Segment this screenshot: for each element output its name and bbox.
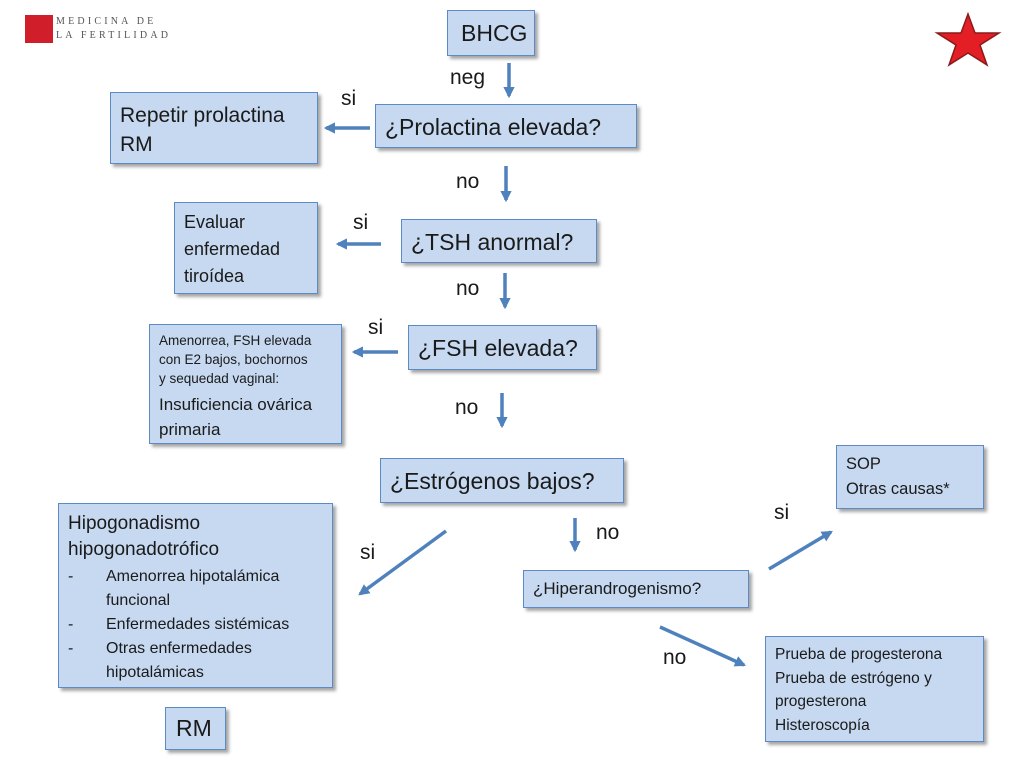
list-dash: - (68, 616, 74, 633)
node-fsh-label: ¿FSH elevada? (418, 335, 578, 361)
list-item-line: hipotalámicas (106, 664, 204, 681)
edge-label-si: si (774, 501, 790, 524)
amenorrea-dx-line-2: primaria (159, 420, 221, 439)
list-item-line: Amenorrea hipotalámica (106, 568, 280, 585)
evaluar-line-1: Evaluar (184, 212, 246, 232)
node-evaluar-text: Evaluar enfermedad tiroídea (184, 209, 280, 290)
node-prolactina-label: ¿Prolactina elevada? (385, 114, 602, 140)
list-item-line: funcional (106, 592, 171, 609)
hipogonadismo-line-1: Hipogonadismo (68, 513, 201, 534)
arrow-hiperandro-sop (768, 530, 833, 571)
amenorrea-line-3: y sequedad vaginal: (159, 371, 280, 386)
hipogonadismo-list: - Amenorrea hipotalámica funcional - Enf… (68, 565, 323, 685)
sop-line-2: Otras causas* (846, 480, 950, 498)
node-tsh: ¿TSH anormal? (401, 219, 597, 263)
evaluar-line-3: tiroídea (184, 266, 245, 286)
edge-label-no: no (456, 277, 480, 300)
logo-line1: MEDICINA DE (56, 16, 157, 27)
node-hiperandro: ¿Hiperandrogenismo? (523, 570, 749, 608)
list-item-line: Enfermedades sistémicas (106, 616, 290, 633)
node-estrogenos-label: ¿Estrógenos bajos? (390, 468, 595, 494)
node-hipogonadismo-title: Hipogonadismo hipogonadotrófico (68, 511, 219, 563)
node-fsh: ¿FSH elevada? (408, 325, 597, 370)
edge-label-neg: neg (450, 66, 486, 89)
amenorrea-line-1: Amenorrea, FSH elevada (159, 333, 312, 348)
hipogonadismo-line-2: hipogonadotrófico (68, 539, 220, 560)
node-rm-label: RM (176, 715, 212, 741)
node-amenorrea: Amenorrea, FSH elevada con E2 bajos, boc… (149, 324, 342, 444)
prueba-line-4: Histeroscopía (775, 716, 870, 734)
edge-label-no: no (663, 646, 687, 669)
node-hiperandro-label: ¿Hiperandrogenismo? (533, 579, 702, 598)
amenorrea-dx-line-1: Insuficiencia ovárica (159, 395, 313, 414)
list-item-line: Otras enfermedades (106, 640, 252, 657)
repetir-line-2: RM (120, 133, 153, 156)
edge-label-no: no (596, 521, 620, 544)
node-amenorrea-small: Amenorrea, FSH elevada con E2 bajos, boc… (159, 331, 311, 388)
node-prueba-text: Prueba de progesterona Prueba de estróge… (775, 643, 942, 737)
node-repetir-text: Repetir prolactina RM (120, 101, 285, 159)
list-dash: - (68, 568, 74, 585)
node-sop-text: SOP Otras causas* (846, 452, 950, 502)
node-bhcg: BHCG (447, 10, 535, 56)
node-estrogenos: ¿Estrógenos bajos? (380, 458, 624, 503)
prueba-line-3: progesterona (775, 693, 867, 710)
node-repetir: Repetir prolactina RM (110, 92, 318, 164)
repetir-line-1: Repetir prolactina (120, 104, 285, 127)
edge-label-si: si (353, 211, 369, 234)
prueba-line-2: Prueba de estrógeno y (775, 669, 932, 687)
node-evaluar: Evaluar enfermedad tiroídea (174, 202, 318, 294)
node-prueba: Prueba de progesterona Prueba de estróge… (765, 636, 984, 742)
arrow-estrogenos-hipogonadismo (358, 529, 448, 596)
list-item: - Enfermedades sistémicas (68, 613, 323, 637)
edge-label-no: no (456, 170, 480, 193)
node-prolactina: ¿Prolactina elevada? (375, 104, 637, 148)
amenorrea-line-2: con E2 bajos, bochornos (159, 352, 308, 367)
node-sop: SOP Otras causas* (836, 445, 984, 509)
list-item: - Amenorrea hipotalámica funcional (68, 565, 323, 613)
logo-mark (25, 15, 53, 43)
node-hipogonadismo: Hipogonadismo hipogonadotrófico - Amenor… (58, 503, 333, 688)
edge-label-si: si (341, 87, 357, 110)
edge-label-si: si (368, 316, 384, 339)
logo-line2: LA FERTILIDAD (56, 30, 172, 41)
node-tsh-label: ¿TSH anormal? (411, 229, 574, 255)
prueba-line-1: Prueba de progesterona (775, 646, 943, 663)
node-amenorrea-dx: Insuficiencia ovárica primaria (159, 392, 312, 442)
edge-label-no: no (455, 396, 479, 419)
list-dash: - (68, 640, 74, 657)
star-icon (934, 12, 1002, 67)
node-bhcg-label: BHCG (461, 20, 528, 46)
list-item: - Otras enfermedades hipotalámicas (68, 637, 323, 685)
node-rm: RM (165, 707, 226, 750)
arrow-hiperandro-prueba (659, 625, 747, 667)
sop-line-1: SOP (846, 455, 881, 473)
edge-label-si: si (360, 541, 376, 564)
evaluar-line-2: enfermedad (184, 239, 281, 259)
